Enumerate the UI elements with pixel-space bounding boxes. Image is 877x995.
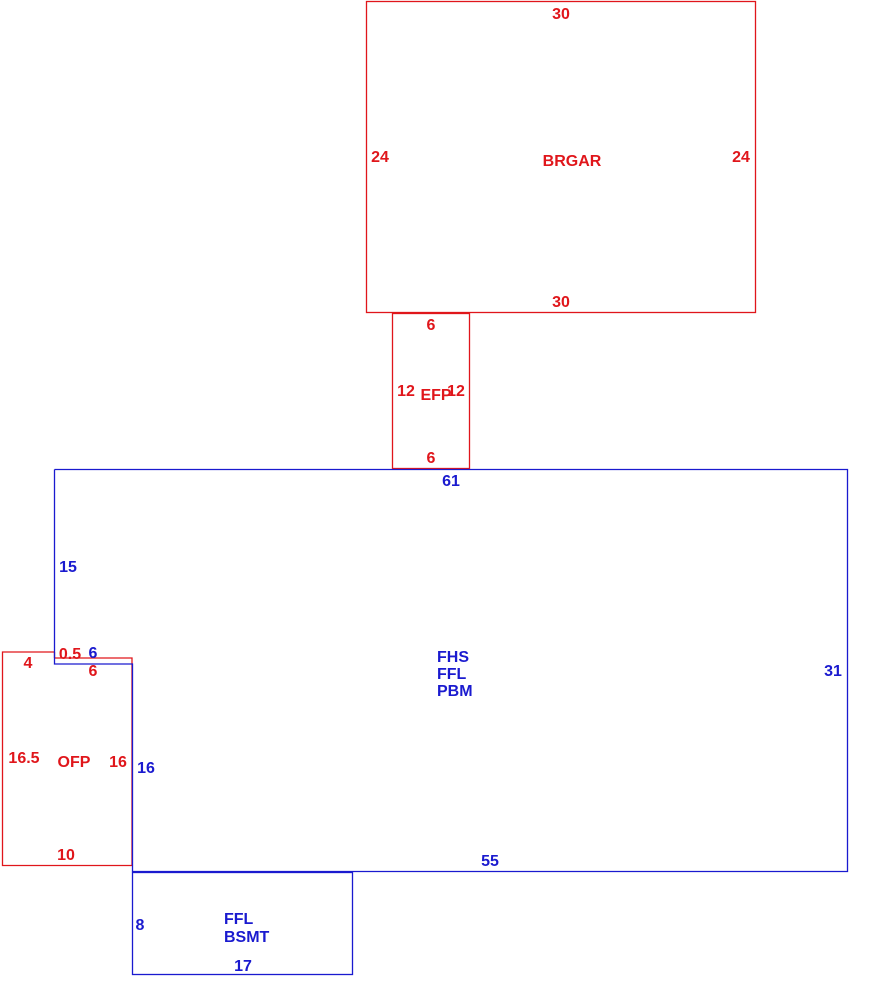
open-porch-top-left-dim: 4 bbox=[24, 655, 33, 672]
enclosed-porch-top-dim: 6 bbox=[427, 317, 436, 334]
open-porch-left-dim: 16.5 bbox=[8, 750, 39, 767]
basement-code-1: FFL bbox=[224, 911, 254, 928]
main-left-upper-dim: 15 bbox=[59, 559, 77, 576]
open-porch-code: OFP bbox=[58, 754, 91, 771]
main-code-3: PBM bbox=[437, 683, 473, 700]
garage-left-dim: 24 bbox=[371, 149, 389, 166]
basement-code-2: BSMT bbox=[224, 929, 270, 946]
basement-bottom-dim: 17 bbox=[234, 958, 252, 975]
open-porch-bottom-dim: 10 bbox=[57, 847, 75, 864]
open-porch-right-dim: 16 bbox=[109, 754, 127, 771]
basement-left-dim: 8 bbox=[136, 917, 145, 934]
open-porch-step-dim: 6 bbox=[89, 663, 98, 680]
main-step-top-dim: 6 bbox=[89, 645, 98, 662]
enclosed-porch-right-dim: 12 bbox=[447, 383, 465, 400]
main-top-dim: 61 bbox=[442, 473, 460, 490]
main-code-1: FHS bbox=[437, 649, 469, 666]
main-house-outline bbox=[53, 468, 849, 873]
main-right-dim: 31 bbox=[824, 663, 842, 680]
garage-bottom-dim: 30 bbox=[552, 294, 570, 311]
garage-code: BRGAR bbox=[543, 153, 602, 170]
garage-top-dim: 30 bbox=[552, 6, 570, 23]
open-porch-outline bbox=[1, 651, 133, 867]
main-left-lower-dim: 16 bbox=[137, 760, 155, 777]
enclosed-porch-code: EFP bbox=[420, 387, 451, 404]
garage-right-dim: 24 bbox=[732, 149, 750, 166]
main-bottom-dim: 55 bbox=[481, 853, 499, 870]
enclosed-porch-bottom-dim: 6 bbox=[427, 450, 436, 467]
basement-outline bbox=[131, 871, 354, 976]
main-code-2: FFL bbox=[437, 666, 467, 683]
enclosed-porch-outline bbox=[391, 312, 471, 470]
garage-outline bbox=[365, 0, 757, 314]
enclosed-porch-left-dim: 12 bbox=[397, 383, 415, 400]
open-porch-top-right-dim: 0.5 bbox=[59, 646, 81, 663]
